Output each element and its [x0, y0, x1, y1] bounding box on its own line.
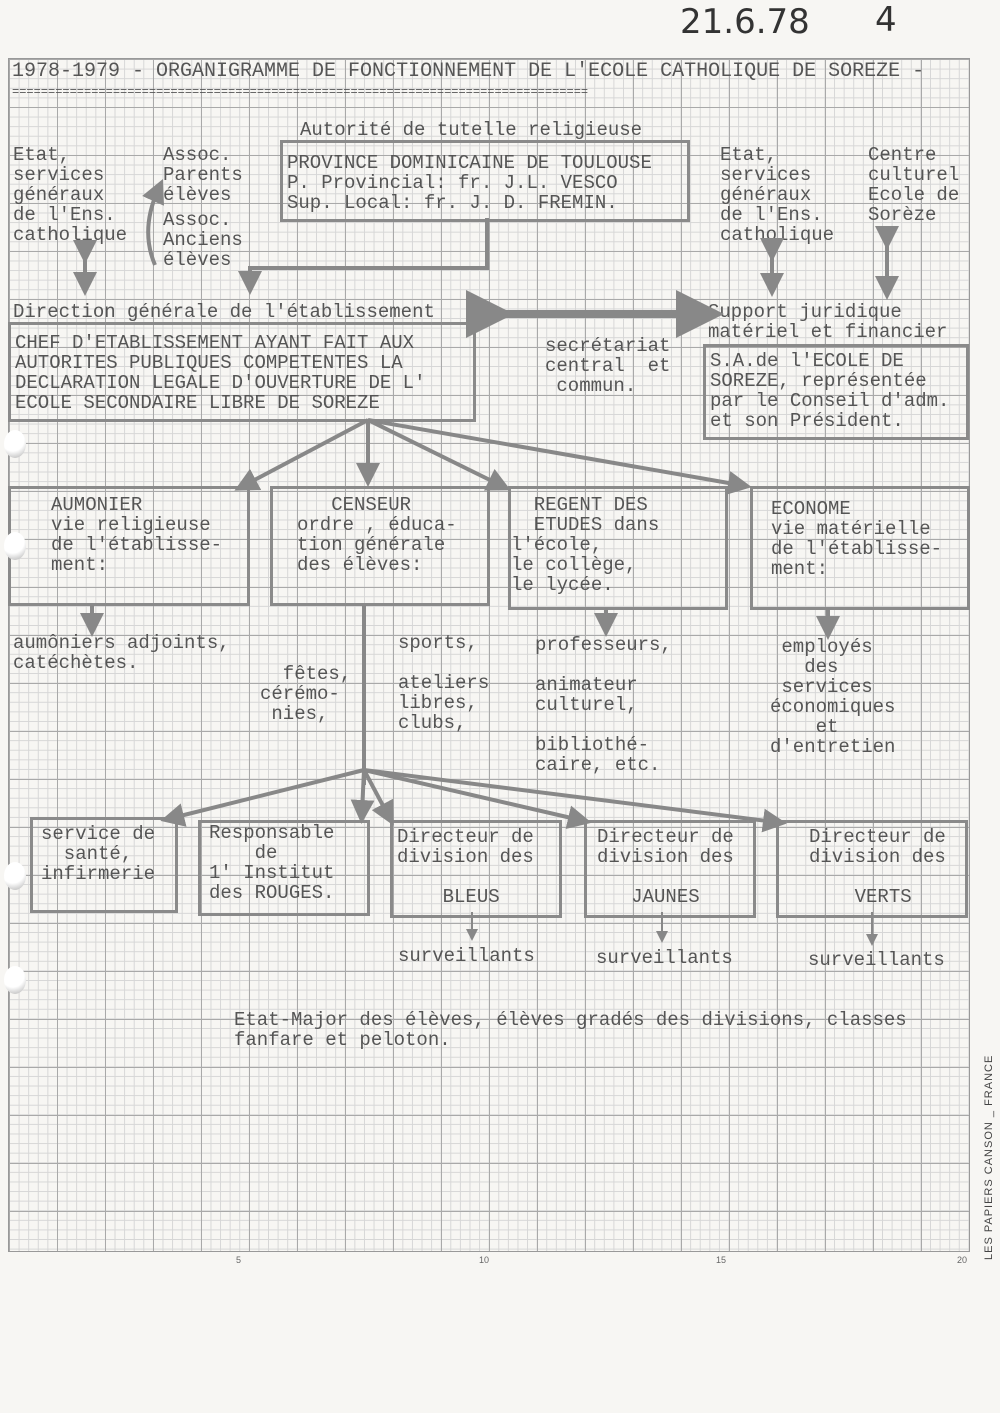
title-underline: ========================================… — [12, 85, 589, 99]
direction-heading: Direction générale de l'établissement — [13, 301, 435, 323]
censeur-box: CENSEUR ordre , éduca- tion générale des… — [270, 486, 490, 606]
ruler-tick: 10 — [479, 1255, 490, 1265]
direction-text: CHEF D'ETABLISSEMENT AYANT FAIT AUX AUTO… — [15, 332, 426, 414]
tutelle-line: PROVINCE DOMINICAINE DE TOULOUSE — [287, 152, 652, 174]
tutelle-line: P. Provincial: fr. J.L. VESCO — [287, 172, 618, 194]
arrow-to-sante — [160, 768, 365, 827]
page-title: 1978-1979 - ORGANIGRAMME DE FONCTIONNEME… — [12, 60, 925, 83]
handwritten-mark: 4 — [875, 0, 897, 40]
handwritten-date: 21.6.78 — [680, 2, 810, 42]
rouges-text: Responsable de 1' Institut des ROUGES. — [209, 822, 335, 904]
etat-right: Etat, services généraux de l'Ens. cathol… — [720, 144, 835, 246]
arrow-to-jaunes — [363, 768, 592, 829]
arrow-to-rouges — [350, 769, 375, 824]
censeur-text: CENSEUR ordre , éduca- tion générale des… — [297, 494, 457, 576]
aumonier-staff: aumôniers adjoints, catéchètes. — [13, 632, 230, 674]
econome-text: ECONOME vie matérielle de l'établisse- m… — [771, 498, 943, 580]
tutelle-heading: Autorité de tutelle religieuse — [300, 119, 643, 141]
ruler-tick: 5 — [236, 1255, 242, 1265]
jaunes-box: Directeur de division des JAUNES — [584, 820, 756, 918]
arrow-to-aumonier — [234, 418, 369, 491]
punch-hole — [4, 862, 26, 890]
support-heading: Support juridique matériel et financier — [708, 301, 948, 343]
arrow-to-regent — [367, 418, 511, 491]
verts-surveillants: surveillants — [808, 949, 945, 971]
arrow-tutelle-to-direction — [238, 218, 489, 295]
bleus-text: Directeur de division des BLEUS — [397, 826, 534, 908]
ruler-tick: 15 — [716, 1255, 727, 1265]
jaunes-surveillants: surveillants — [596, 947, 733, 969]
punch-hole — [4, 430, 26, 458]
rouges-box: Responsable de 1' Institut des ROUGES. — [198, 820, 370, 916]
punch-hole — [4, 532, 26, 560]
support-text: S.A.de l'ECOLE DE SOREZE, représentée pa… — [710, 350, 950, 432]
centre-culturel: Centre culturel Ecole de Sorèze — [868, 144, 960, 226]
secretariat: secrétariat central et commun. — [545, 335, 671, 397]
bleus-surveillants: surveillants — [398, 945, 535, 967]
assoc-anciens: Assoc. Anciens élèves — [163, 209, 243, 271]
etat-major-note: Etat-Major des élèves, élèves gradés des… — [234, 1009, 907, 1051]
bleus-box: Directeur de division des BLEUS — [390, 820, 562, 918]
jaunes-text: Directeur de division des JAUNES — [597, 826, 734, 908]
etat-left: Etat, services généraux de l'Ens. cathol… — [13, 144, 128, 246]
assoc-parents: Assoc. Parents élèves — [163, 144, 243, 206]
arrow-to-econome — [367, 418, 752, 495]
arrow-to-bleus — [362, 769, 394, 826]
ruler-tick: 20 — [957, 1255, 968, 1265]
arrow-to-verts — [363, 768, 787, 833]
regent-text: REGENT DES ETUDES dans l'école, le collè… — [511, 494, 660, 596]
sante-text: service de santé, infirmerie — [41, 823, 156, 885]
econome-staff: employés des services économiques et d'e… — [770, 636, 896, 758]
verts-text: Directeur de division des VERTS — [809, 826, 946, 908]
tutelle-line: Sup. Local: fr. J. D. FREMIN. — [287, 192, 618, 214]
aumonier-text: AUMONIER vie religieuse de l'établisse- … — [51, 494, 223, 576]
sante-box: service de santé, infirmerie — [30, 817, 178, 913]
censeur-sports: sports, ateliers libres, clubs, — [398, 632, 490, 734]
econome-box: ECONOME vie matérielle de l'établisse- m… — [750, 486, 970, 610]
direction-box: CHEF D'ETABLISSEMENT AYANT FAIT AUX AUTO… — [8, 322, 476, 422]
regent-box: REGENT DES ETUDES dans l'école, le collè… — [508, 486, 728, 610]
support-box: S.A.de l'ECOLE DE SOREZE, représentée pa… — [703, 344, 969, 440]
arrow-assoc — [142, 179, 165, 266]
punch-hole — [4, 966, 26, 994]
regent-staff: professeurs, animateur culturel, bibliot… — [535, 634, 672, 776]
censeur-fetes: fêtes, cérémo- nies, — [260, 663, 352, 725]
